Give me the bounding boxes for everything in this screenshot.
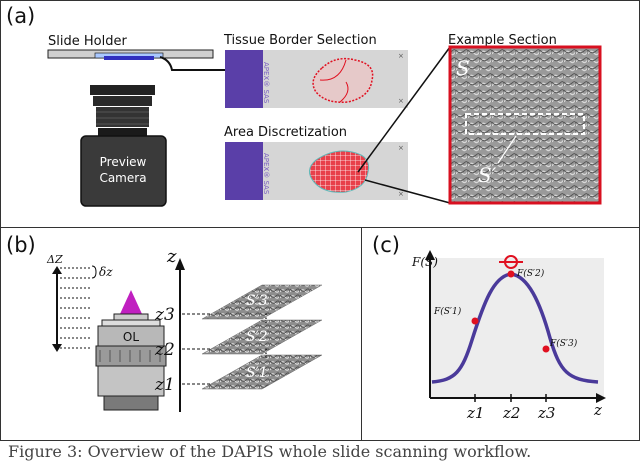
- ellipsis-1: ⋮: [260, 311, 272, 325]
- z2-label-b: z2: [154, 340, 175, 360]
- preview-camera: Preview Camera: [80, 85, 167, 207]
- s2-label: S′2: [246, 329, 268, 345]
- slide-mark-x1: ×: [398, 52, 404, 60]
- z-axis-label-b: z: [166, 246, 177, 267]
- area-disc-slide: APEX® SAS × ×: [225, 142, 408, 200]
- slide-mark-x2: ×: [398, 97, 404, 105]
- figure-caption: Figure 3: Overview of the DAPIS whole sl…: [8, 442, 532, 461]
- point-f-s1: [471, 317, 479, 325]
- y-axis-label-c: F(S): [411, 255, 438, 269]
- slide-text-2: APEX® SAS: [262, 153, 270, 195]
- focus-planes: S′3 S′2 S′1 ⋮ ⋮: [182, 284, 323, 390]
- s1-label: S′1: [246, 365, 268, 381]
- ellipsis-2: ⋮: [260, 346, 272, 360]
- delta-Z-label: ΔZ: [46, 253, 63, 266]
- z1-label-b: z1: [154, 375, 175, 395]
- point-f-s2: [507, 270, 515, 278]
- panel-b-label: (b): [6, 233, 36, 257]
- slide-text-1: APEX® SAS: [262, 62, 270, 104]
- section-s-prime-label: S′: [478, 163, 497, 187]
- section-s-label: S: [456, 56, 470, 80]
- f-s3-label: F(S′3): [549, 338, 578, 349]
- s3-label: S′3: [246, 293, 268, 309]
- camera-label-2: Camera: [99, 171, 146, 185]
- tissue-border-label: Tissue Border Selection: [223, 33, 377, 48]
- example-section-image: S S′: [448, 45, 602, 205]
- example-section-label: Example Section: [448, 33, 557, 48]
- slide-holder-label: Slide Holder: [48, 34, 127, 49]
- z3-tick-c: z3: [537, 404, 555, 422]
- point-f-s3: [542, 345, 550, 353]
- slide-mark-x4: ×: [398, 190, 404, 198]
- delta-z-label: δz: [99, 265, 113, 279]
- subsection-box: [465, 113, 585, 135]
- z-range-diagram: ΔZ δz: [46, 253, 113, 352]
- slide-holder: [47, 49, 214, 71]
- plane-s3: [201, 284, 323, 320]
- slide-mark-x3: ×: [398, 144, 404, 152]
- z3-label-b: z3: [154, 305, 175, 325]
- panel-a-label: (a): [6, 4, 35, 28]
- plane-s2: [201, 319, 323, 355]
- panel-c-label: (c): [372, 233, 400, 257]
- tissue-border-slide: APEX® SAS × ×: [225, 50, 408, 108]
- f-s2-label: F(S′2): [516, 268, 545, 279]
- z2-tick-c: z2: [502, 404, 520, 422]
- zoom-line-bottom: [364, 179, 451, 204]
- zoom-line-top: [357, 46, 451, 173]
- f-s1-label: F(S′1): [433, 306, 462, 317]
- z1-tick-c: z1: [466, 404, 484, 422]
- objective-label: OL: [123, 330, 139, 344]
- focus-curve-plot: F(S) z z1 z2 z3 F(S′1) F(S′2) F(S′3): [411, 250, 606, 422]
- plane-s1: [201, 354, 323, 390]
- x-axis-label-c: z: [593, 401, 602, 419]
- area-disc-label: Area Discretization: [224, 125, 347, 140]
- objective-lens: OL: [95, 290, 167, 411]
- z-axis-b: z z3 z2 z1: [154, 246, 185, 412]
- camera-label-1: Preview: [100, 155, 147, 169]
